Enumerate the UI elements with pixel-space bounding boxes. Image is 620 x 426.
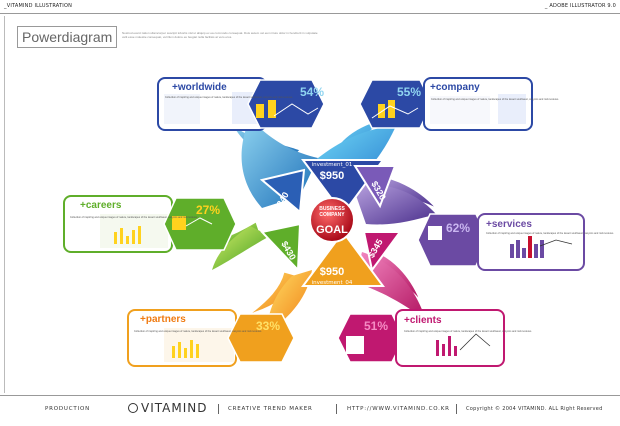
- triangle-bottom: [301, 230, 385, 287]
- hex-partners: [227, 313, 295, 363]
- card-partners: +partners 33%: [127, 309, 295, 367]
- footer-separator: [336, 404, 337, 414]
- center-line1: BUSINESS: [319, 206, 345, 212]
- center-line2: COMPANY: [319, 212, 345, 218]
- card-company-title: +company: [430, 82, 480, 93]
- footer-logo-text: VITAMIND: [141, 401, 208, 415]
- hex-company: [359, 79, 433, 129]
- card-partners-title: +partners: [140, 314, 186, 325]
- footer-creative: CREATIVE TREND MAKER: [228, 406, 313, 412]
- triangle-top-right: [353, 165, 397, 209]
- investment-bottom-value: $950: [320, 266, 344, 278]
- header-right: _ ADOBE ILLUSTRATOR 9.0: [544, 3, 616, 9]
- card-text-clients: Collection of inspiring and unique image…: [404, 330, 532, 333]
- description: Nostrud exerci tation ullamcorper suscip…: [122, 31, 318, 39]
- page-title: Powerdiagram: [22, 29, 113, 45]
- pct-clients: 51%: [364, 319, 388, 333]
- investment-bottom-label: investment_04: [312, 280, 353, 286]
- petal-green: [212, 226, 270, 270]
- hex-worldwide: [247, 79, 325, 129]
- card-clients-title: +clients: [404, 315, 442, 326]
- card-careers-title: +careers: [80, 200, 122, 211]
- triangle-left-bottom: [260, 222, 302, 273]
- pct-company: 55%: [397, 85, 421, 99]
- petal-purple: [352, 183, 436, 225]
- pct-worldwide: 54%: [300, 85, 324, 99]
- center-core: [309, 197, 355, 243]
- footer-separator: [218, 404, 219, 414]
- card-worldwide-title: +worldwide: [172, 82, 227, 93]
- card-company: 55% +company: [359, 77, 533, 131]
- pct-careers: 27%: [196, 203, 220, 217]
- card-clients: 51% +clients: [337, 309, 505, 367]
- card-services: 62% +services: [417, 213, 585, 271]
- pct-services: 62%: [446, 221, 470, 235]
- card-text-careers: Collection of inspiring and unique image…: [70, 216, 198, 219]
- card-worldwide: +worldwide 54%: [157, 77, 325, 131]
- power-diagram: BUSINESS COMPANY GOAL investment_01 $950…: [63, 77, 614, 367]
- triangle-right-bottom: [362, 231, 402, 273]
- footer-url-link[interactable]: HTTP://WWW.VITAMIND.CO.KR: [347, 406, 450, 412]
- header-rule: [0, 13, 620, 14]
- footer-separator: [456, 404, 457, 414]
- logo-ring-icon: [128, 403, 138, 413]
- frame-left-line: [4, 16, 5, 393]
- center-goal: GOAL: [316, 224, 348, 236]
- card-text-services: Collection of inspiring and unique image…: [486, 232, 614, 235]
- investment-top-label: investment_01: [312, 162, 353, 168]
- card-careers: +careers 27%: [63, 195, 237, 253]
- pct-partners: 33%: [256, 319, 280, 333]
- footer-logo: VITAMIND: [128, 401, 207, 415]
- footer-production: PRODUCTION: [45, 406, 90, 412]
- title-box: Powerdiagram: [17, 26, 117, 48]
- triangle-left-top: [259, 168, 306, 214]
- footer-copyright: Copyright © 2004 VITAMIND. ALL Right Res…: [466, 406, 603, 412]
- card-services-title: +services: [486, 219, 532, 230]
- card-text-worldwide: Collection of inspiring and unique image…: [165, 96, 293, 99]
- hex-careers: [163, 197, 237, 251]
- footer-rule: [0, 395, 620, 396]
- card-text-company: Collection of inspiring and unique image…: [431, 98, 559, 101]
- investment-top-value: $950: [320, 170, 344, 182]
- header-left: _VITAMIND ILLUSTRATION: [4, 3, 73, 9]
- card-text-partners: Collection of inspiring and unique image…: [134, 330, 262, 333]
